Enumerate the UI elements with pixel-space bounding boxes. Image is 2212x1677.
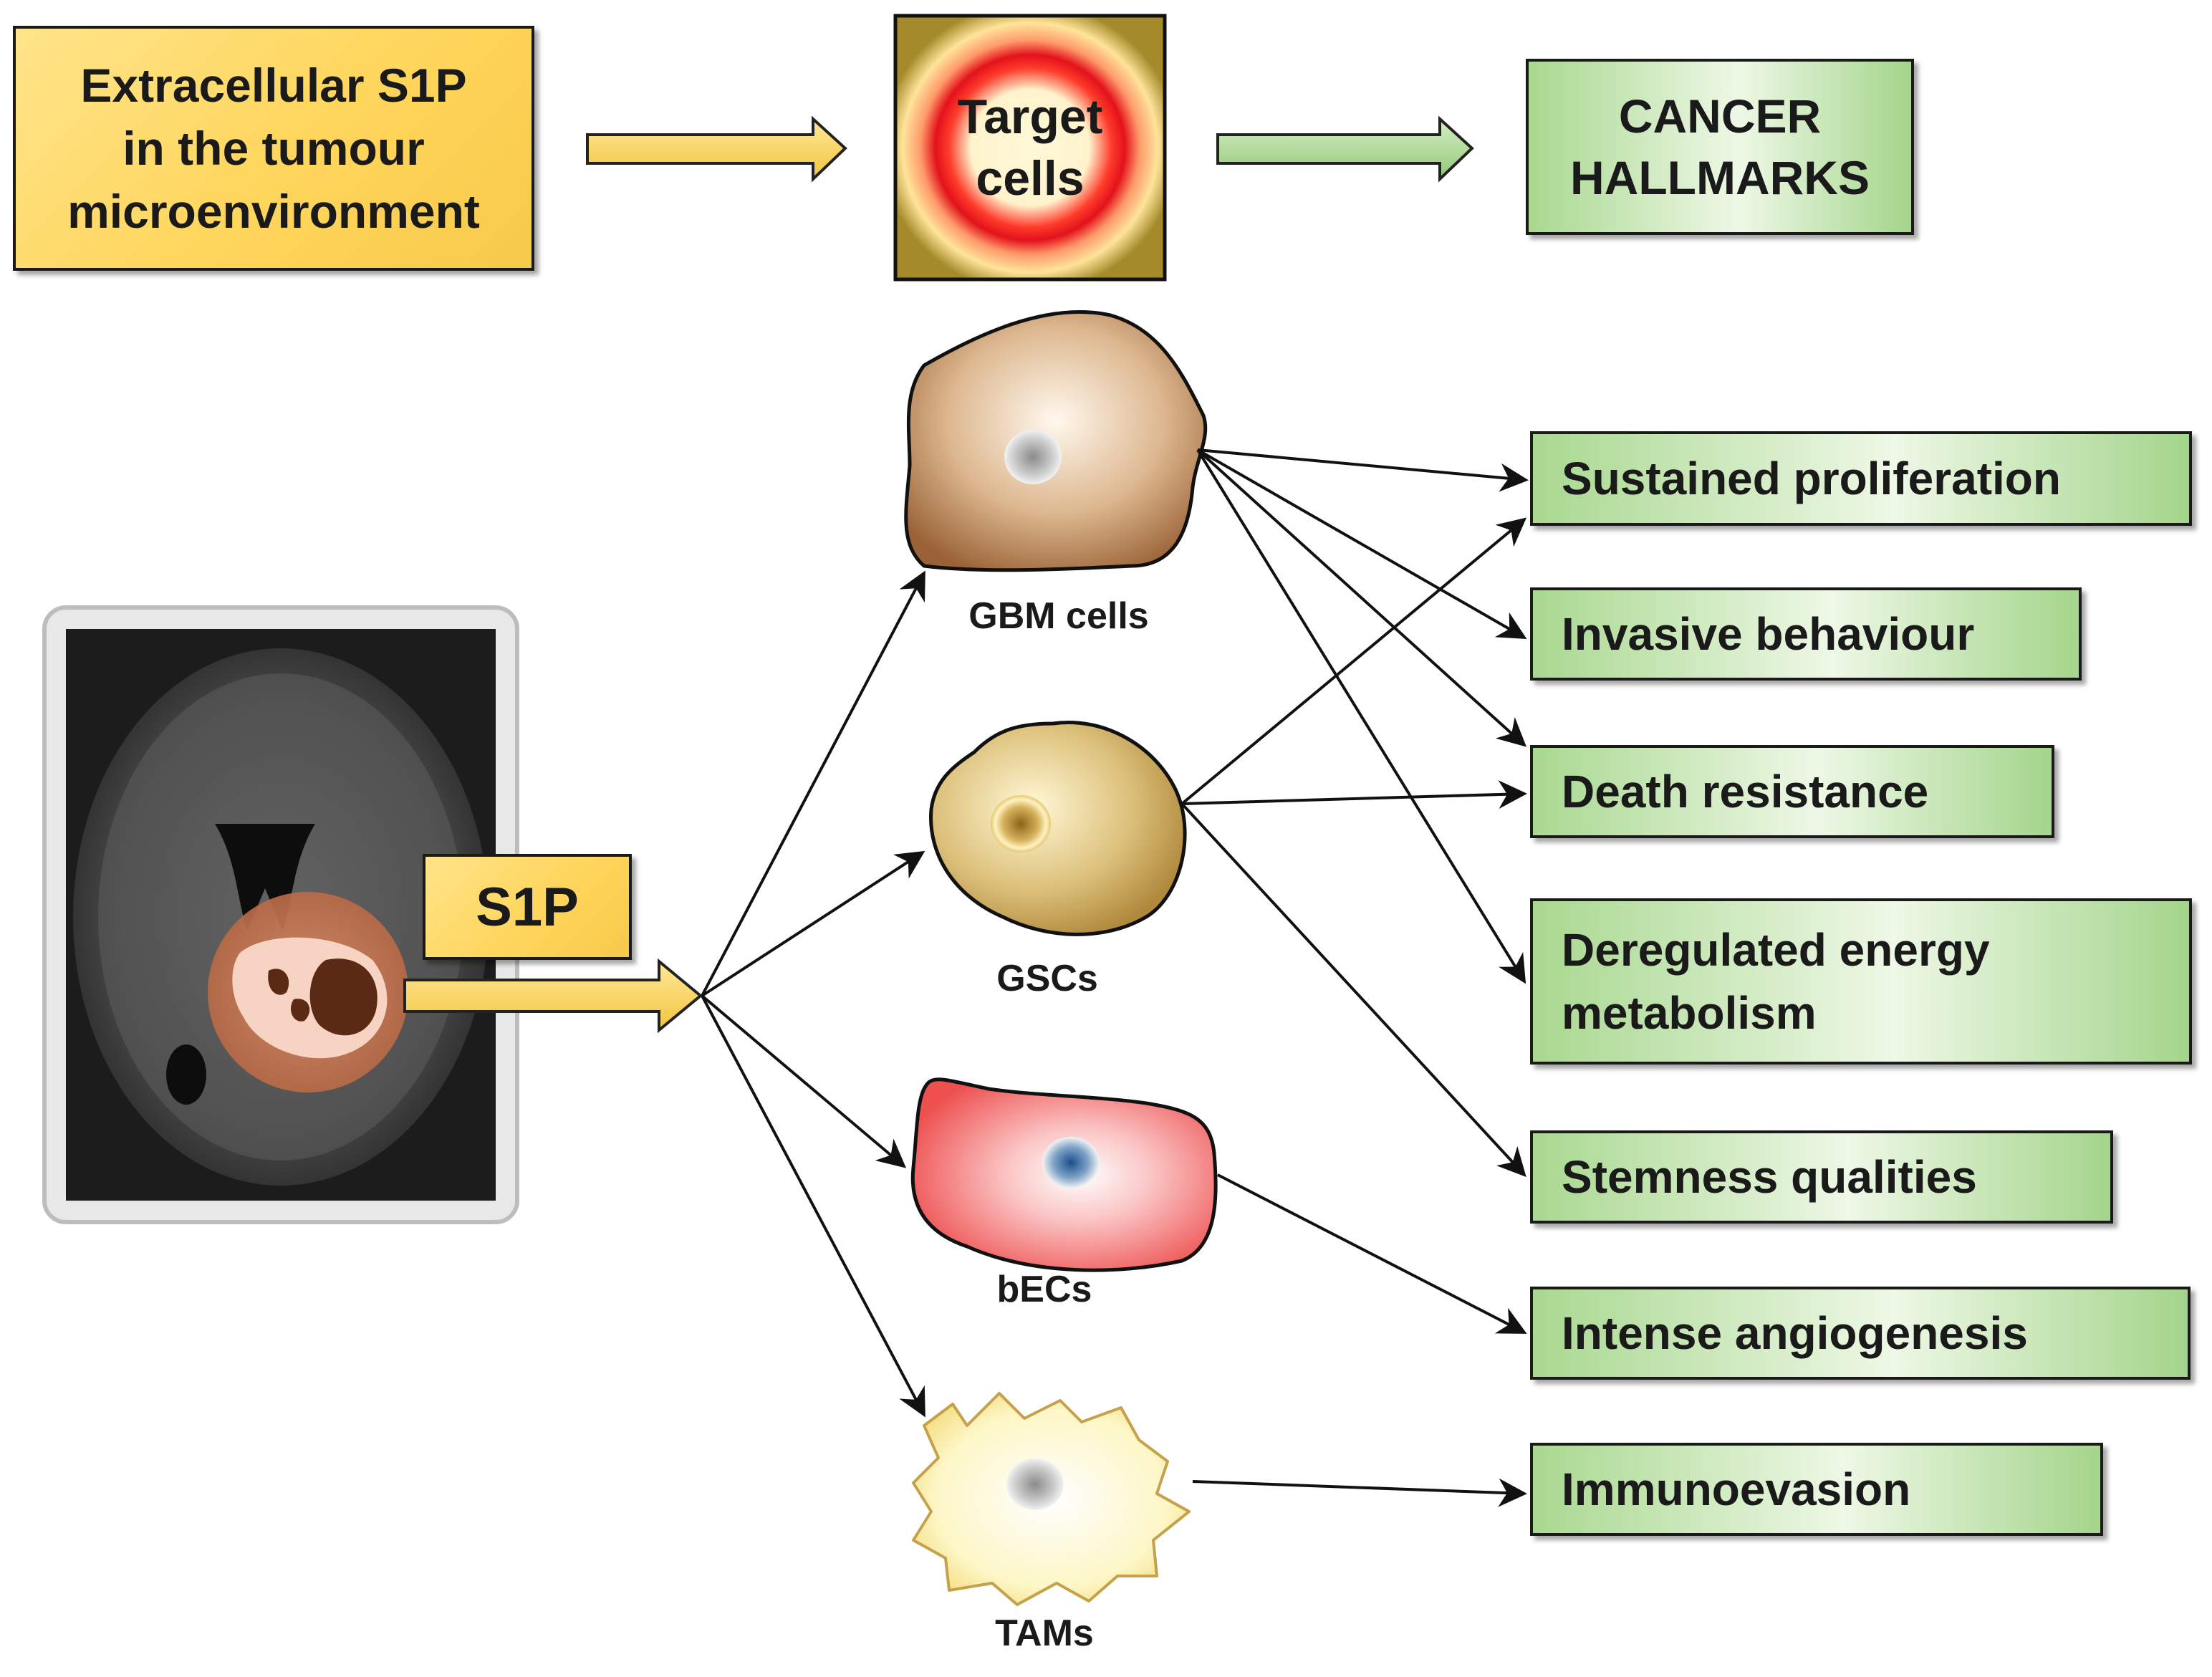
gbm-cells-label: GBM cells (968, 595, 1149, 637)
hallmark-energy-line-2: metabolism (1562, 987, 1817, 1039)
bec-to-angiogenesis (1217, 1173, 1527, 1334)
gbm-to-death (1196, 448, 1526, 747)
target-line-2: cells (976, 151, 1085, 206)
outcome-line-1: CANCER (1618, 90, 1822, 143)
source-line-3: microenvironment (67, 185, 480, 238)
target-to-hallmarks-arrow (1216, 115, 1474, 183)
s1p-arrow (403, 958, 703, 1034)
source-to-target-arrow (586, 115, 847, 183)
hallmark-angiogenesis-label: Intense angiogenesis (1562, 1307, 2028, 1359)
hallmark-immunoevasion: Immunoevasion (1530, 1443, 2103, 1536)
target-cells-label: Target cells (895, 16, 1165, 279)
hallmark-stemness-qualities: Stemness qualities (1530, 1130, 2113, 1224)
gbm-to-proliferation (1197, 448, 1529, 492)
outcome-line-2: HALLMARKS (1570, 151, 1870, 204)
gsc-cell (929, 721, 1187, 936)
hallmark-invasive-behaviour: Invasive behaviour (1530, 587, 2082, 681)
tams-label: TAMs (995, 1613, 1094, 1654)
arrow-to-gsc (701, 850, 925, 997)
hallmark-proliferation-label: Sustained proliferation (1562, 453, 2061, 504)
arrow-to-bec (701, 994, 907, 1168)
hallmark-death-label: Death resistance (1562, 766, 1929, 817)
hallmark-death-resistance: Death resistance (1530, 745, 2054, 838)
hallmark-deregulated-energy: Deregulated energy metabolism (1530, 898, 2192, 1065)
target-cells-icon (893, 14, 1167, 282)
tam-to-immunoevasion (1192, 1478, 1527, 1507)
gbm-to-invasive (1197, 448, 1527, 639)
s1p-label: S1P (476, 876, 579, 938)
hallmark-sustained-proliferation: Sustained proliferation (1530, 431, 2192, 526)
source-line-1: Extracellular S1P (80, 59, 467, 112)
hallmark-stemness-label: Stemness qualities (1562, 1151, 1977, 1203)
hallmark-invasive-label: Invasive behaviour (1562, 608, 1975, 660)
gsc-to-stemness (1180, 802, 1526, 1177)
gsc-to-death (1181, 780, 1527, 809)
gbm-cell (904, 310, 1208, 572)
cells-to-hallmarks-arrows (1180, 448, 1529, 1507)
gscs-label: GSCs (996, 958, 1098, 999)
extracellular-s1p-box: Extracellular S1P in the tumour microenv… (13, 26, 534, 271)
arrow-to-tam (701, 995, 925, 1418)
hallmark-energy-line-1: Deregulated energy (1562, 924, 1990, 976)
source-line-2: in the tumour (122, 122, 425, 175)
gsc-to-proliferation (1180, 517, 1527, 805)
hallmark-immunoevasion-label: Immunoevasion (1562, 1464, 1911, 1515)
s1p-label-box: S1P (423, 854, 632, 960)
hallmark-intense-angiogenesis: Intense angiogenesis (1530, 1287, 2191, 1380)
target-line-1: Target (957, 90, 1103, 144)
becs-label: bECs (996, 1269, 1092, 1310)
arrow-to-gbm (701, 570, 925, 996)
tam-cell (912, 1392, 1191, 1606)
gbm-to-energy (1196, 448, 1526, 984)
s1p-to-cells-arrows (701, 570, 925, 1418)
cancer-hallmarks-box: CANCER HALLMARKS (1526, 59, 1914, 235)
bec-cell (910, 1077, 1218, 1272)
